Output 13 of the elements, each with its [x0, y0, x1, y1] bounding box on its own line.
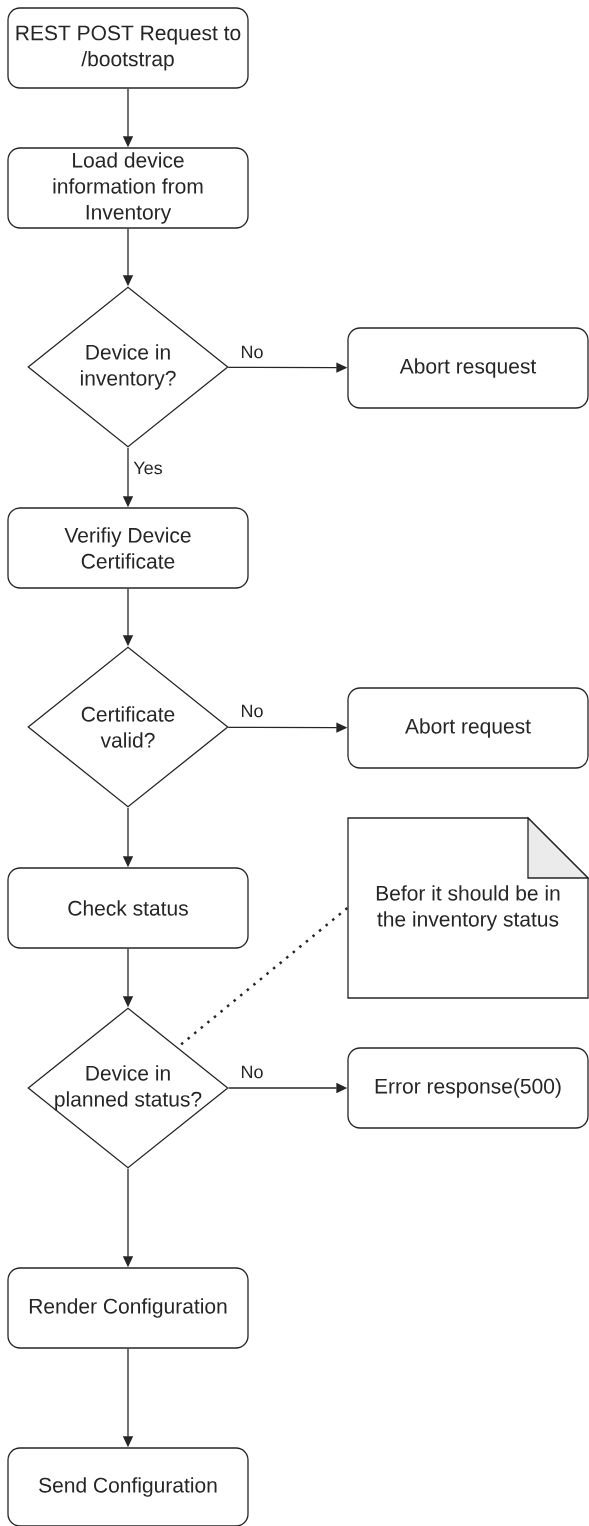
edge-label: No	[239, 703, 265, 719]
process-box: Check status	[7, 867, 249, 949]
edge-label: No	[239, 1064, 265, 1080]
process-box: Abort request	[347, 687, 589, 769]
edge-label: No	[239, 344, 265, 360]
process-box: Send Configuration	[7, 1447, 249, 1526]
process-box: REST POST Request to /bootstrap	[7, 7, 249, 89]
process-box: Render Configuration	[7, 1267, 249, 1349]
process-box: Verifiy Device Certificate	[7, 507, 249, 589]
process-box: Error response(500)	[347, 1047, 589, 1129]
process-box: Abort resquest	[347, 327, 589, 409]
process-box: Load device information from Inventory	[7, 147, 249, 229]
edge-label: Yes	[132, 460, 164, 476]
